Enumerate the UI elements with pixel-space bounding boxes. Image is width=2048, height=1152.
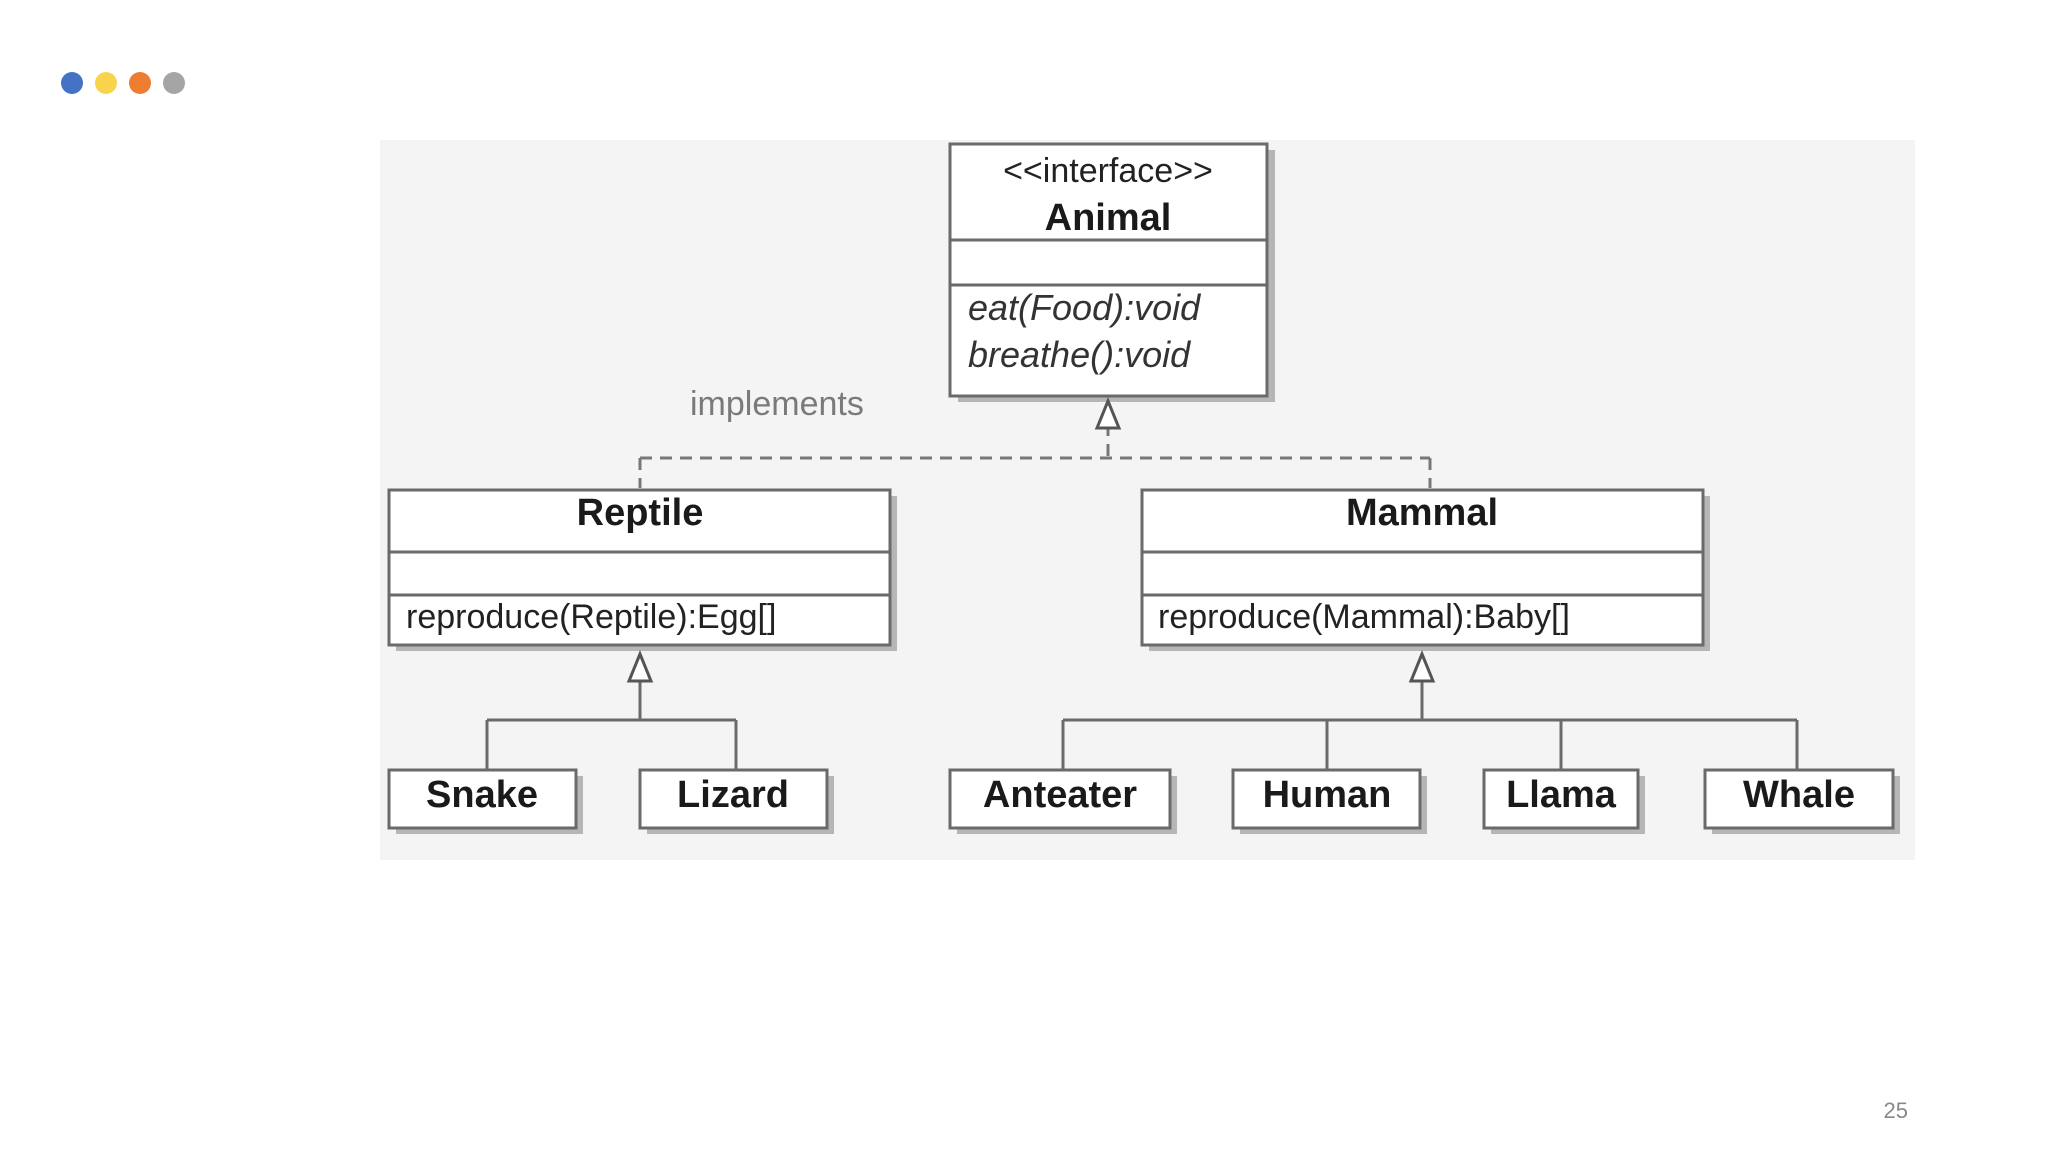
mammal-arrowhead [1408,650,1436,683]
animal-method-eat: eat(Food):void [968,287,1201,328]
realization-arrowhead [1094,397,1122,430]
class-animal: <<interface>> Animal eat(Food):void brea… [948,142,1275,402]
snake-name: Snake [426,774,538,816]
anteater-name: Anteater [983,774,1137,816]
class-reptile: Reptile reproduce(Reptile):Egg[] [387,488,897,651]
page-number: 25 [1883,1098,1908,1123]
whale-name: Whale [1743,774,1855,816]
class-llama: Llama [1482,768,1645,834]
orange-dot [129,72,151,94]
animal-method-breathe: breathe():void [968,334,1191,375]
realization-connector [638,397,1432,488]
class-lizard: Lizard [638,768,834,834]
mammal-generalization [1061,650,1799,770]
class-snake: Snake [387,768,583,834]
blue-dot [61,72,83,94]
reptile-name: Reptile [577,492,704,534]
reptile-generalization [485,650,738,770]
lizard-name: Lizard [677,774,789,816]
yellow-dot [95,72,117,94]
class-human: Human [1231,768,1427,834]
gray-dot [163,72,185,94]
class-whale: Whale [1703,768,1900,834]
animal-name: Animal [1045,197,1172,239]
animal-stereotype: <<interface>> [1003,152,1213,190]
class-anteater: Anteater [948,768,1177,834]
reptile-method: reproduce(Reptile):Egg[] [406,598,776,636]
human-name: Human [1263,774,1392,816]
mammal-method: reproduce(Mammal):Baby[] [1158,598,1570,636]
mammal-name: Mammal [1346,492,1498,534]
reptile-arrowhead [626,650,654,683]
llama-name: Llama [1506,774,1617,816]
class-mammal: Mammal reproduce(Mammal):Baby[] [1140,488,1710,651]
implements-label: implements [690,385,864,423]
